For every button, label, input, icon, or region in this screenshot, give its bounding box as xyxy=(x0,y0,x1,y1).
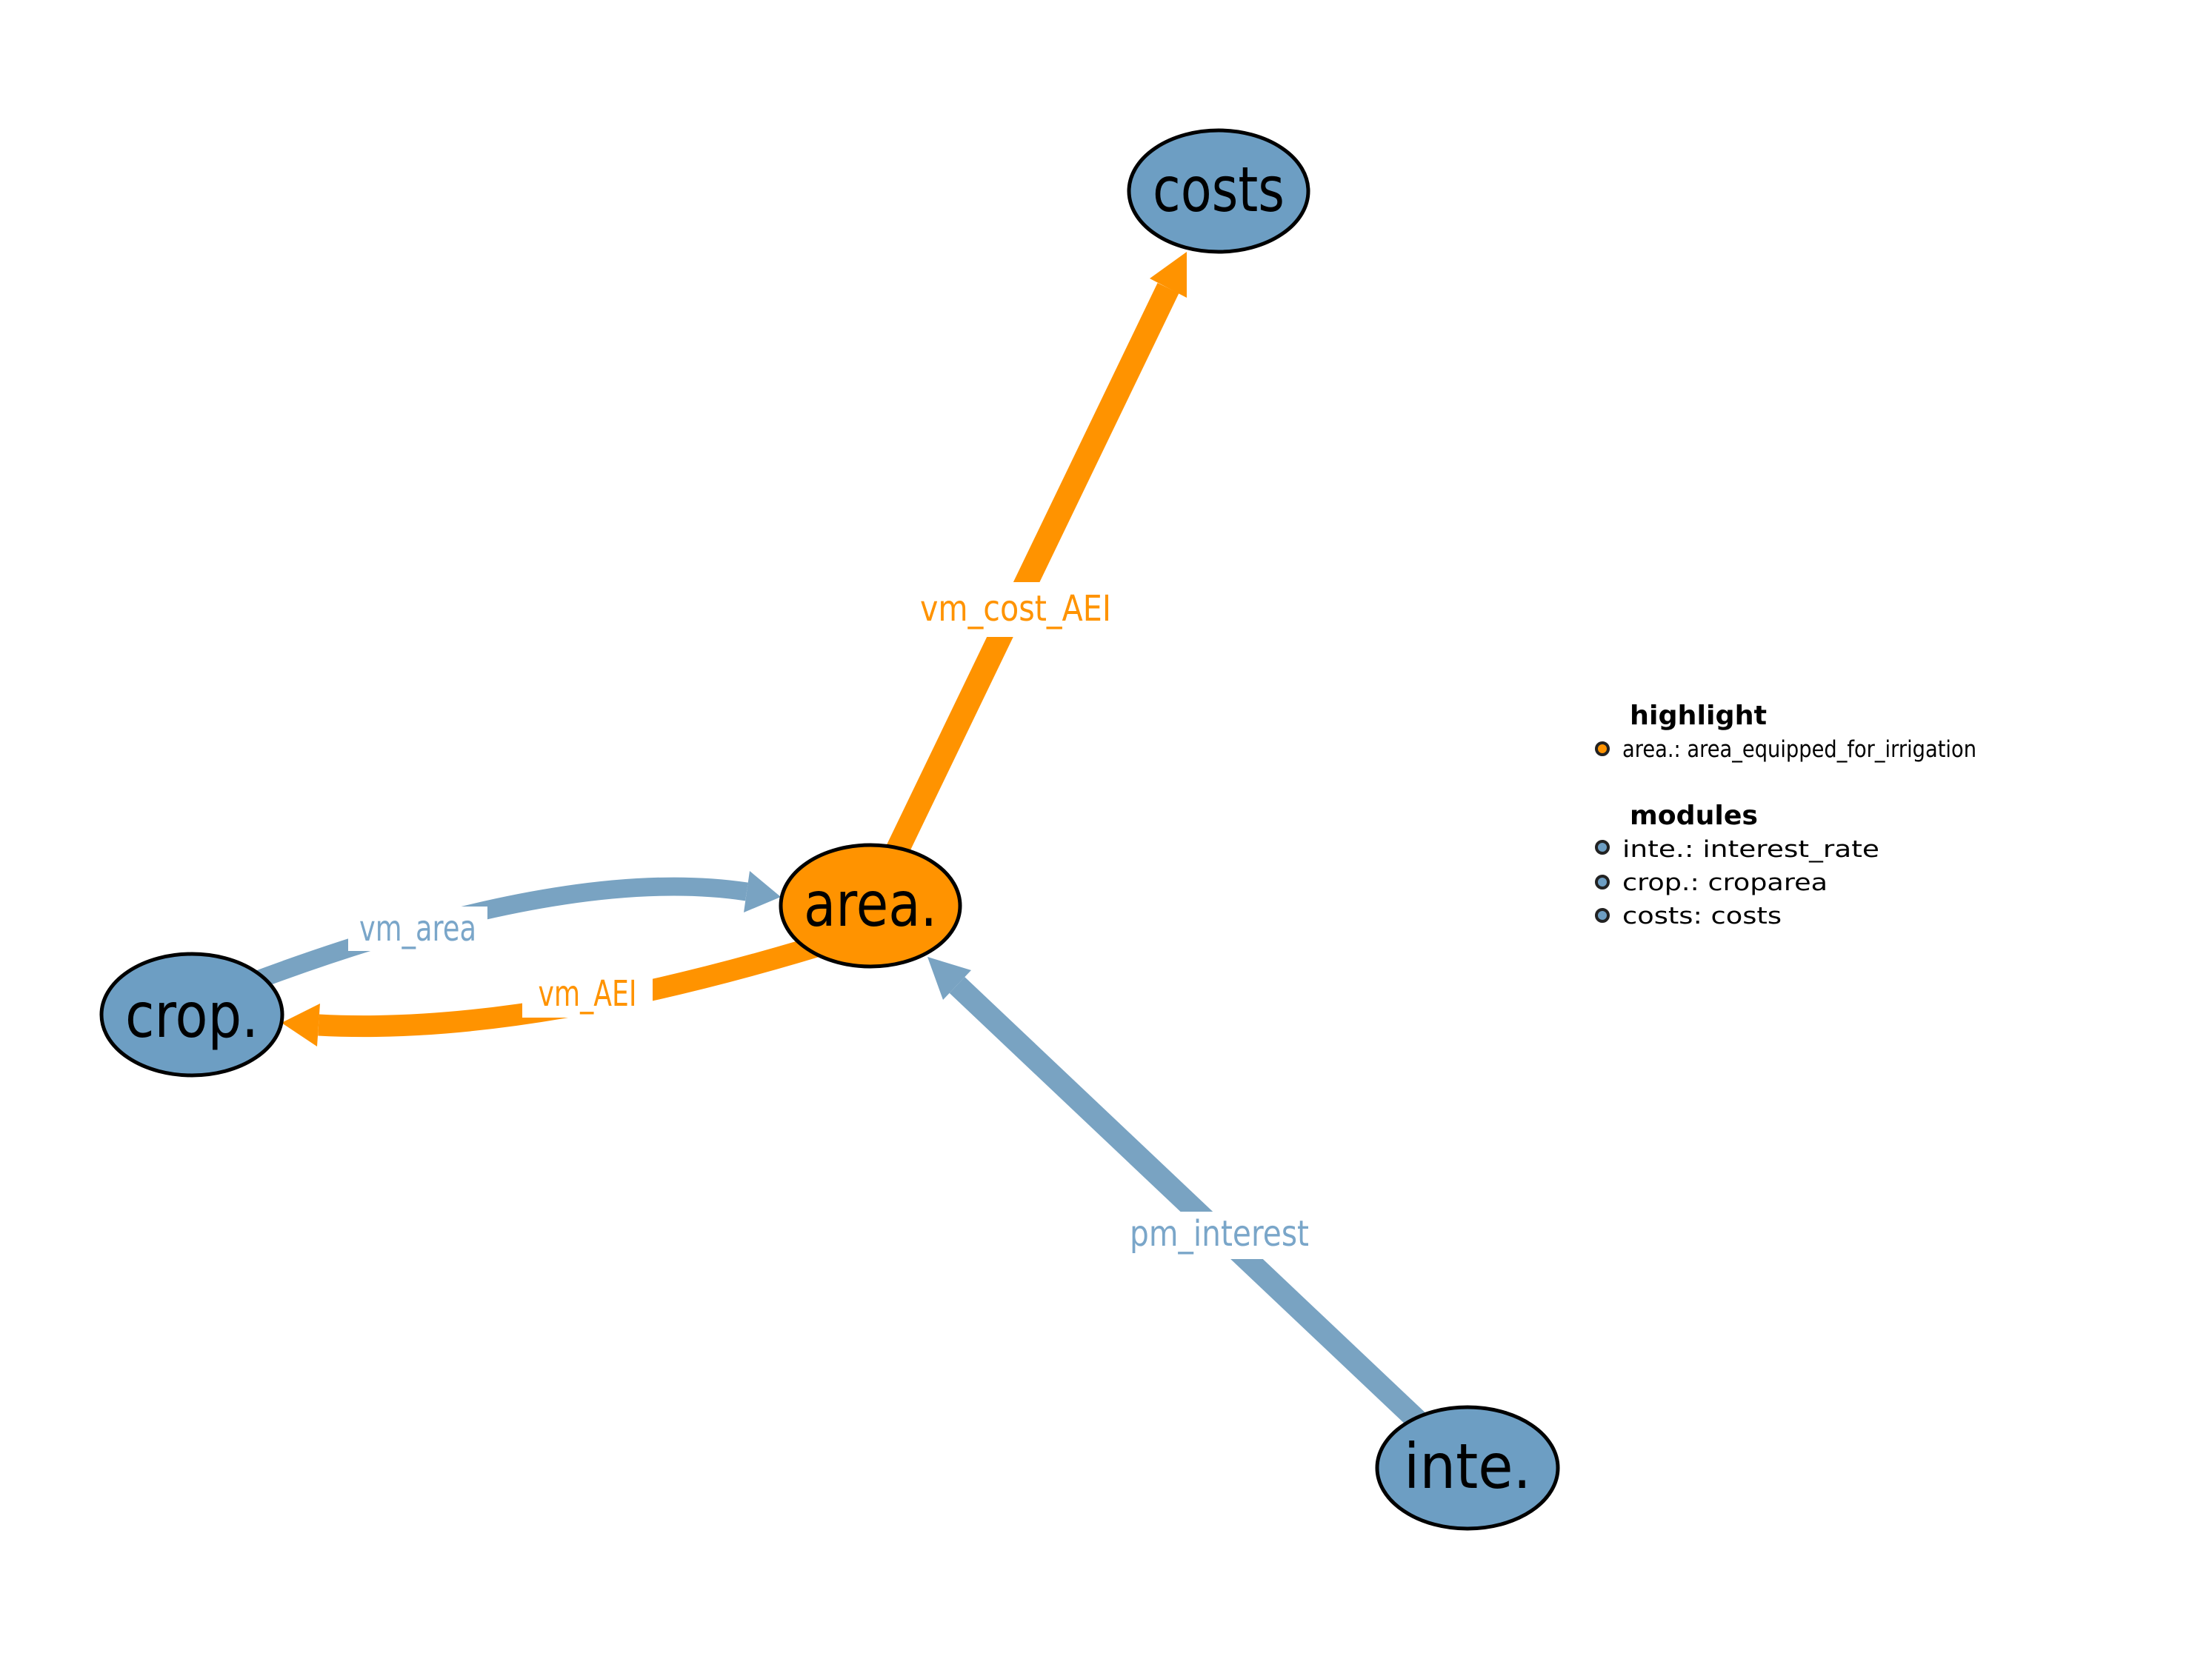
edge-vm-aei-arrowhead-icon xyxy=(282,1004,320,1047)
node-costs: costs xyxy=(1127,128,1310,254)
node-costs-label: costs xyxy=(1153,153,1285,226)
edge-vm-cost-aei-arrowhead-icon xyxy=(1150,252,1187,298)
edge-vm-area-arrowhead-icon xyxy=(744,871,781,912)
edge-label-pm-interest-bg xyxy=(1122,1212,1316,1259)
edge-labels: vm_cost_AEI vm_area vm_AEI pm_interest xyxy=(348,582,1316,1259)
legend-marker-area-icon xyxy=(1595,741,1610,756)
legend-highlight-title: highlight xyxy=(1630,701,1767,731)
edge-label-vm-cost-aei-bg xyxy=(905,582,1126,637)
legend-marker-crop-icon xyxy=(1595,875,1610,889)
legend-item-costs: costs: costs xyxy=(1622,903,1782,929)
legend-modules-title: modules xyxy=(1630,801,1758,831)
legend-item-inte: inte.: interest_rate xyxy=(1622,836,1879,863)
edge-label-pm-interest-text: pm_interest xyxy=(1130,1213,1309,1255)
edge-label-vm-cost-aei-text: vm_cost_AEI xyxy=(920,588,1111,630)
node-costs-shape xyxy=(1127,128,1310,254)
legend-item-crop: crop.: croparea xyxy=(1622,869,1828,896)
node-area-shape xyxy=(779,843,962,969)
edge-label-vm-aei-text: vm_AEI xyxy=(539,973,637,1015)
legend-marker-inte-icon xyxy=(1595,840,1610,855)
node-crop-label: crop. xyxy=(125,979,259,1052)
edge-label-vm-area: vm_area xyxy=(348,907,487,951)
node-crop-shape xyxy=(99,952,284,1078)
edge-label-pm-interest: pm_interest xyxy=(1122,1212,1316,1259)
edge-label-vm-cost-aei: vm_cost_AEI xyxy=(905,582,1126,637)
legend: highlight area.: area_equipped_for_irrig… xyxy=(1595,701,1976,929)
edge-pm-interest-arrowhead-icon xyxy=(927,957,971,1000)
node-area-label: area. xyxy=(804,868,937,941)
node-inte-label: inte. xyxy=(1404,1430,1531,1503)
edge-vm-area xyxy=(211,877,748,1005)
edge-label-vm-area-text: vm_area xyxy=(359,908,476,949)
edge-label-vm-aei: vm_AEI xyxy=(522,970,653,1018)
node-inte-shape xyxy=(1375,1405,1560,1531)
edge-label-vm-aei-bg xyxy=(522,970,653,1018)
legend-marker-costs-icon xyxy=(1595,908,1610,923)
node-area: area. xyxy=(779,843,962,969)
edge-label-vm-area-bg xyxy=(348,907,487,951)
nodes: costs area. crop. inte. xyxy=(99,128,1560,1531)
legend-item-area: area.: area_equipped_for_irrigation xyxy=(1622,736,1976,763)
node-crop: crop. xyxy=(99,952,284,1078)
node-inte: inte. xyxy=(1375,1405,1560,1531)
